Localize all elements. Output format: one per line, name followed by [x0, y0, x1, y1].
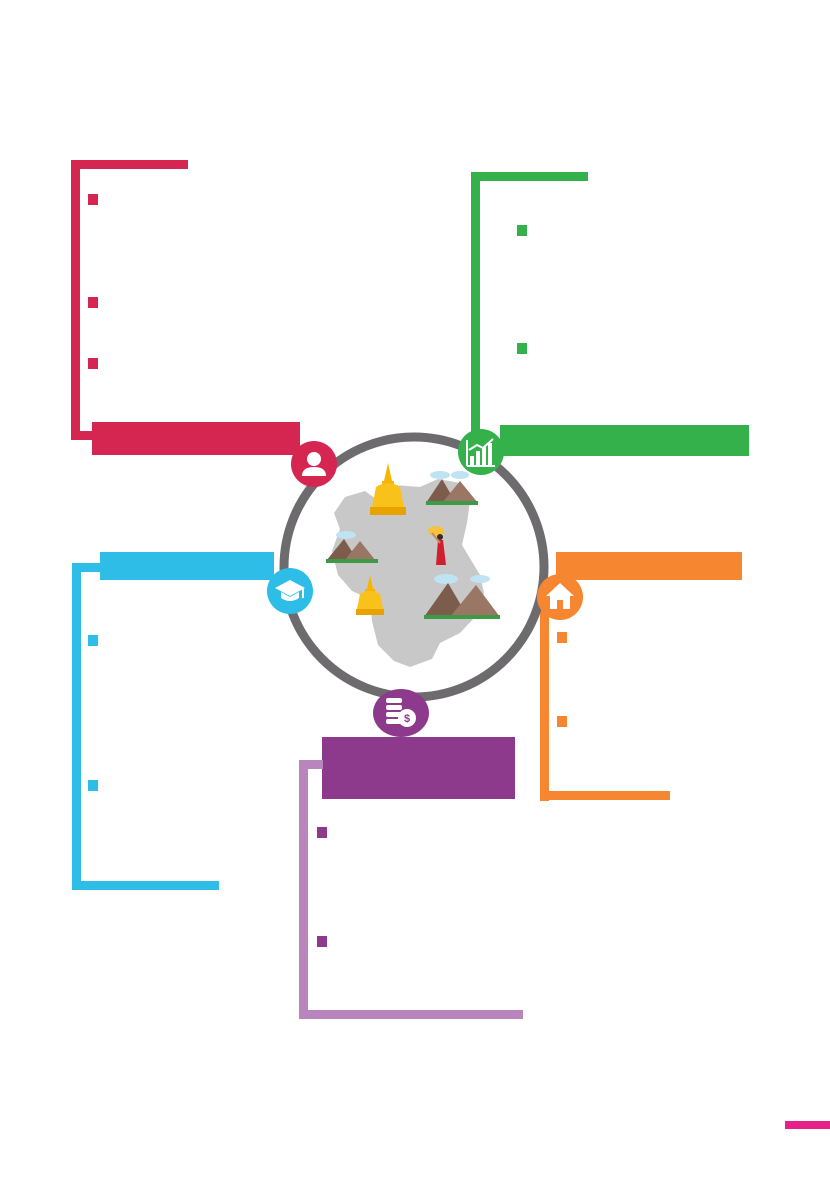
finance-frame-bottom: [299, 1010, 523, 1019]
coins-icon: $: [373, 689, 429, 737]
finance-frame-left: [299, 760, 308, 1019]
finance-bullet-2: [317, 936, 327, 947]
mountains-icon: [426, 471, 478, 505]
education-frame-top: [72, 563, 107, 572]
pagoda-icon: [370, 463, 406, 515]
economy-frame-left: [471, 172, 480, 442]
pagoda-icon: [356, 575, 384, 615]
economy-frame-top: [471, 172, 588, 181]
housing-frame-bottom: [540, 791, 670, 800]
people-bullet-3: [88, 358, 98, 369]
people-bullet-2: [88, 297, 98, 308]
education-frame-bottom: [72, 881, 219, 890]
housing-frame-left: [540, 600, 549, 801]
education-bullet-1: [88, 635, 98, 646]
economy-bullet-1: [517, 225, 527, 236]
mountains-icon: [326, 531, 378, 563]
svg-text:$: $: [404, 713, 410, 725]
finance-bullet-1: [317, 827, 327, 838]
economy-bullet-2: [517, 343, 527, 354]
people-bullet-1: [88, 194, 98, 205]
bar-chart-icon: [458, 429, 504, 475]
dancer-icon: [428, 526, 446, 565]
mountains-icon: [424, 574, 500, 619]
people-header-bar: [92, 422, 300, 455]
people-frame-top: [71, 160, 188, 169]
people-frame-left: [71, 160, 80, 440]
graduation-cap-icon: [267, 568, 313, 614]
housing-bullet-1: [557, 632, 567, 643]
province-map: [332, 479, 484, 667]
education-bullet-2: [88, 780, 98, 791]
housing-header-bar: [556, 552, 742, 580]
page-accent-bar: [785, 1121, 830, 1129]
finance-frame-top: [299, 760, 323, 769]
people-frame-bottom: [71, 431, 101, 440]
economy-header-bar: [500, 425, 749, 456]
education-frame-left: [72, 563, 81, 890]
home-icon: [537, 574, 583, 620]
finance-header-bar: [322, 737, 515, 799]
housing-bullet-2: [557, 716, 567, 727]
education-header-bar: [100, 552, 274, 580]
person-icon: [291, 441, 337, 487]
